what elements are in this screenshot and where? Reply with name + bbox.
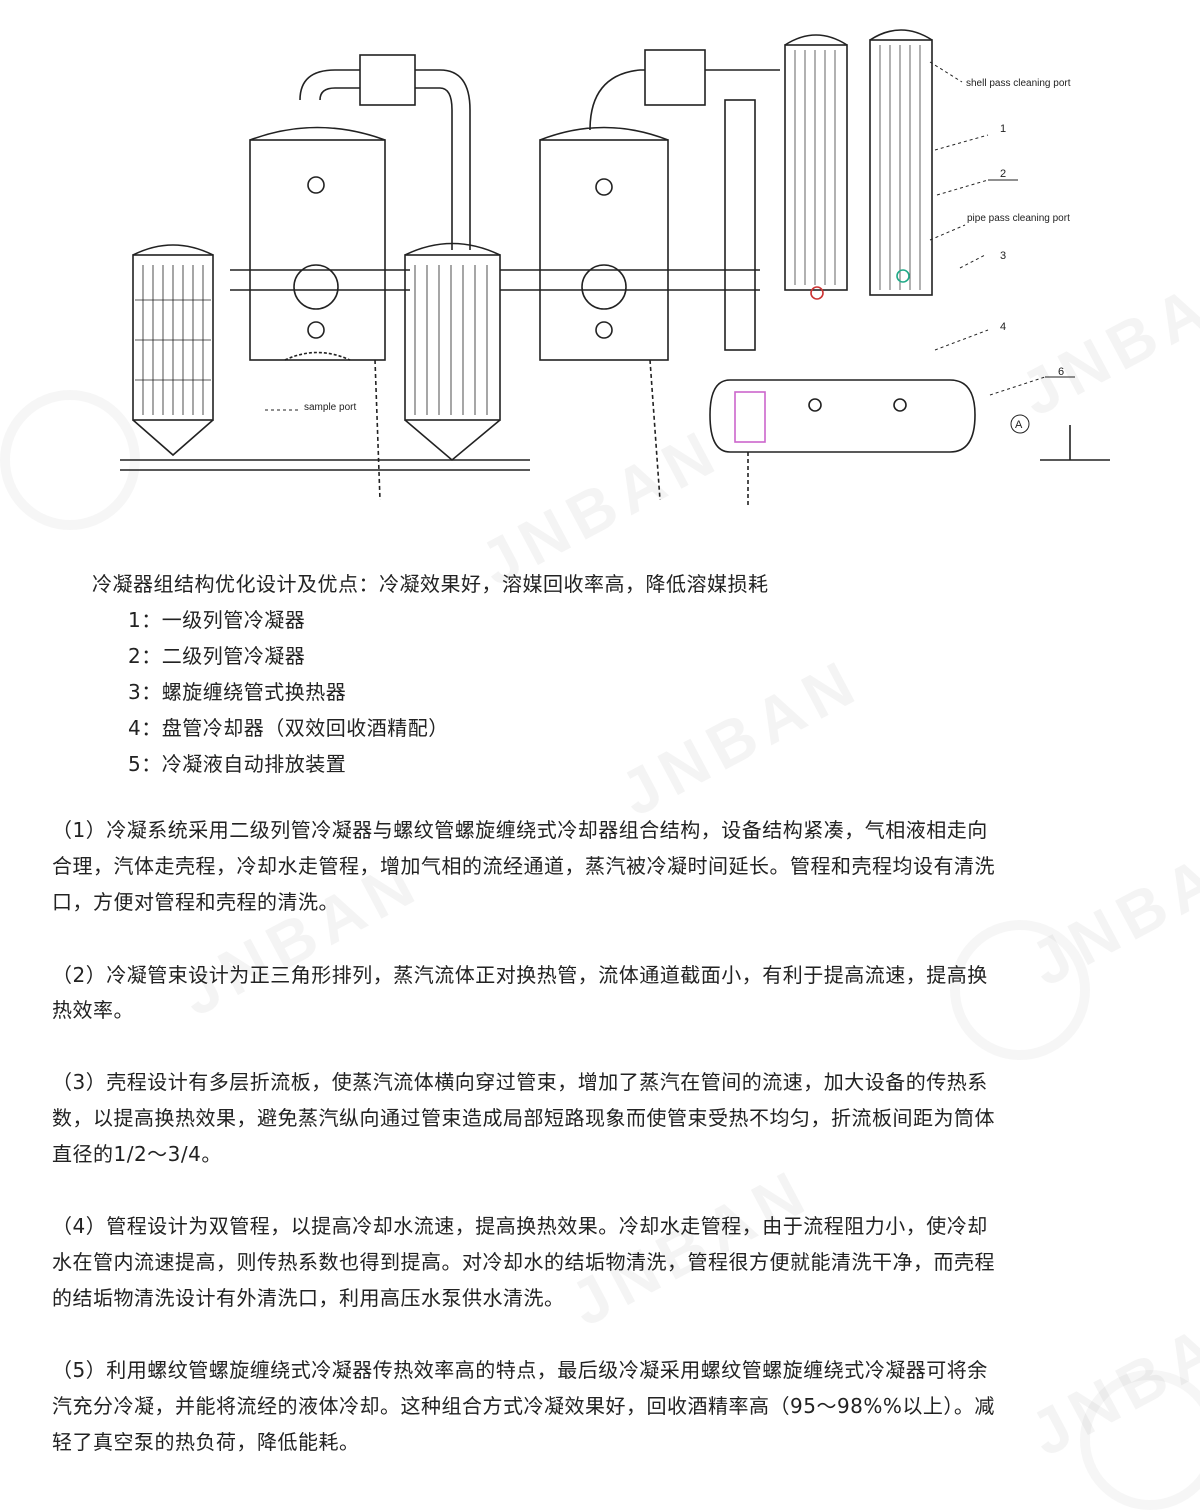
label-shell-pass-cleaning-port: shell pass cleaning port — [966, 78, 1071, 89]
label-sample-port: sample port — [304, 402, 356, 413]
list-item: 2：二级列管冷凝器 — [128, 644, 306, 668]
paragraph-2-line: 热效率。 — [52, 998, 134, 1022]
paragraph-5-line: （5）利用螺纹管螺旋缠绕式冷凝器传热效率高的特点，最后级冷凝采用螺纹管螺旋缠绕式… — [52, 1358, 988, 1382]
paragraph-1-line: 口，方便对管程和壳程的清洗。 — [52, 890, 339, 914]
label-pipe-pass-cleaning-port: pipe pass cleaning port — [967, 213, 1070, 224]
paragraph-4-line: 水在管内流速提高，则传热系数也得到提高。对冷却水的结垢物清洗，管程很方便就能清洗… — [52, 1250, 995, 1274]
condenser-diagram: shell pass cleaning port pipe pass clean… — [120, 29, 1110, 505]
list-item: 3：螺旋缠绕管式换热器 — [128, 680, 347, 704]
heater-2 — [404, 242, 501, 462]
list-item: 4：盘管冷却器（双效回收酒精配） — [128, 716, 449, 740]
receiver-tank — [709, 379, 976, 505]
condenser-1 — [784, 34, 848, 300]
paragraph-3-line: 数，以提高换热效果，避免蒸汽纵向通过管束造成局部短路现象而使管束受热不均匀，折流… — [52, 1106, 995, 1130]
caption: 冷凝器组结构优化设计及优点：冷凝效果好，溶媒回收率高，降低溶媒损耗 — [92, 572, 769, 596]
small-condenser-left — [132, 244, 214, 457]
label-a: A — [1015, 419, 1023, 431]
paragraph-2-line: （2）冷凝管束设计为正三角形排列，蒸汽流体正对换热管，流体通道截面小，有利于提高… — [52, 963, 988, 987]
paragraph-3-line: （3）壳程设计有多层折流板，使蒸汽流体横向穿过管束，增加了蒸汽在管间的流速，加大… — [52, 1070, 988, 1094]
paragraph-1-line: （1）冷凝系统采用二级列管冷凝器与螺纹管螺旋缠绕式冷却器组合结构，设备结构紧凑，… — [52, 818, 988, 842]
watermark-text: JNBAN — [1018, 1283, 1200, 1471]
paragraph-1-line: 合理，汽体走壳程，冷却水走管程，增加气相的流经通道，蒸汽被冷凝时间延长。管程和壳… — [52, 854, 995, 878]
label-2: 2 — [1000, 168, 1006, 180]
label-3: 3 — [1000, 250, 1006, 262]
paragraph-5-line: 汽充分冷凝，并能将流经的液体冷却。这种组合方式冷凝效果好，回收酒精率高（95～9… — [52, 1394, 995, 1418]
list-item: 5：冷凝液自动排放装置 — [128, 752, 347, 776]
evaporator-1 — [230, 126, 410, 501]
watermark-text: JNBAN — [1018, 813, 1200, 1001]
label-6: 6 — [1058, 366, 1064, 378]
paragraph-4-line: 的结垢物清洗设计有外清洗口，利用高压水泵供水清洗。 — [52, 1286, 565, 1310]
paragraph-4-line: （4）管程设计为双管程，以提高冷却水流速，提高换热效果。冷却水走管程，由于流程阻… — [52, 1214, 988, 1238]
watermark-text: JNBAN — [608, 643, 873, 831]
label-1: 1 — [1000, 123, 1006, 135]
paragraph-5-line: 轻了真空泵的热负荷，降低能耗。 — [52, 1430, 360, 1454]
condenser-2 — [869, 29, 933, 296]
list-item: 1：一级列管冷凝器 — [128, 608, 306, 632]
label-4: 4 — [1000, 321, 1006, 333]
watermark-logo — [1080, 1370, 1200, 1510]
paragraph-3-line: 直径的1/2～3/4。 — [52, 1142, 222, 1166]
evaporator-2 — [500, 126, 760, 501]
